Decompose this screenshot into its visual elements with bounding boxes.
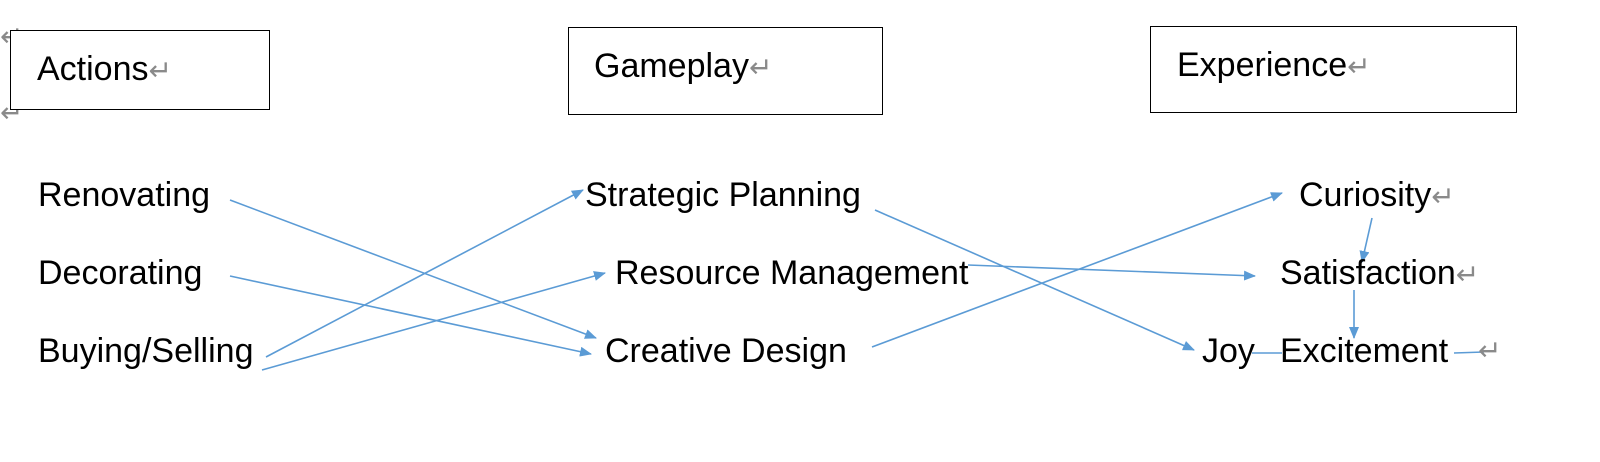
experience-joy: Joy — [1202, 332, 1255, 370]
experience-header-text: Experience — [1177, 46, 1348, 84]
arrow-curiosity-to-satisfaction — [1359, 217, 1373, 263]
experience-curiosity: Curiosity↵ — [1299, 175, 1455, 217]
arrow-resource-management-to-satisfaction — [967, 264, 1256, 281]
experience-satisfaction: Satisfaction↵ — [1280, 253, 1479, 295]
experience-excitement: Excitement — [1280, 332, 1449, 370]
arrow-creative-design-to-curiosity — [871, 192, 1283, 348]
paragraph-mark: ↵ — [1431, 181, 1455, 212]
gameplay-header-text: Gameplay — [594, 47, 749, 85]
gameplay-header: Gameplay↵ — [594, 46, 772, 88]
arrow-buying-selling-to-strategic-planning — [265, 189, 584, 358]
experience-header-box: Experience↵ — [1150, 26, 1517, 113]
paragraph-mark: ↵ — [748, 52, 773, 83]
gameplay-creative-design: Creative Design — [605, 332, 847, 370]
paragraph-mark: ↵ — [1347, 51, 1371, 82]
experience-curiosity-text: Curiosity — [1299, 176, 1432, 214]
gameplay-header-box: Gameplay↵ — [568, 27, 883, 115]
experience-header: Experience↵ — [1177, 45, 1371, 87]
paragraph-mark: ↵ — [148, 55, 172, 86]
action-buying-selling: Buying/Selling — [38, 332, 254, 370]
gameplay-resource-management: Resource Management — [615, 254, 969, 292]
excitement-trailing-connector — [1453, 351, 1485, 354]
action-renovating: Renovating — [38, 176, 211, 214]
arrow-strategic-planning-to-joy — [874, 209, 1195, 351]
gameplay-strategic-planning: Strategic Planning — [585, 176, 861, 214]
paragraph-mark: ↵ — [1455, 259, 1480, 290]
arrow-decorating-to-creative-design — [229, 275, 592, 357]
actions-header-box: Actions↵ — [10, 30, 270, 110]
experience-satisfaction-text: Satisfaction — [1280, 254, 1456, 292]
paragraph-mark-excitement: ↵ — [1478, 334, 1502, 367]
arrow-buying-selling-to-resource-management — [261, 271, 606, 371]
action-decorating: Decorating — [38, 254, 203, 292]
arrow-renovating-to-creative-design — [229, 199, 597, 339]
actions-header-text: Actions — [37, 50, 149, 88]
actions-header: Actions↵ — [37, 49, 172, 91]
